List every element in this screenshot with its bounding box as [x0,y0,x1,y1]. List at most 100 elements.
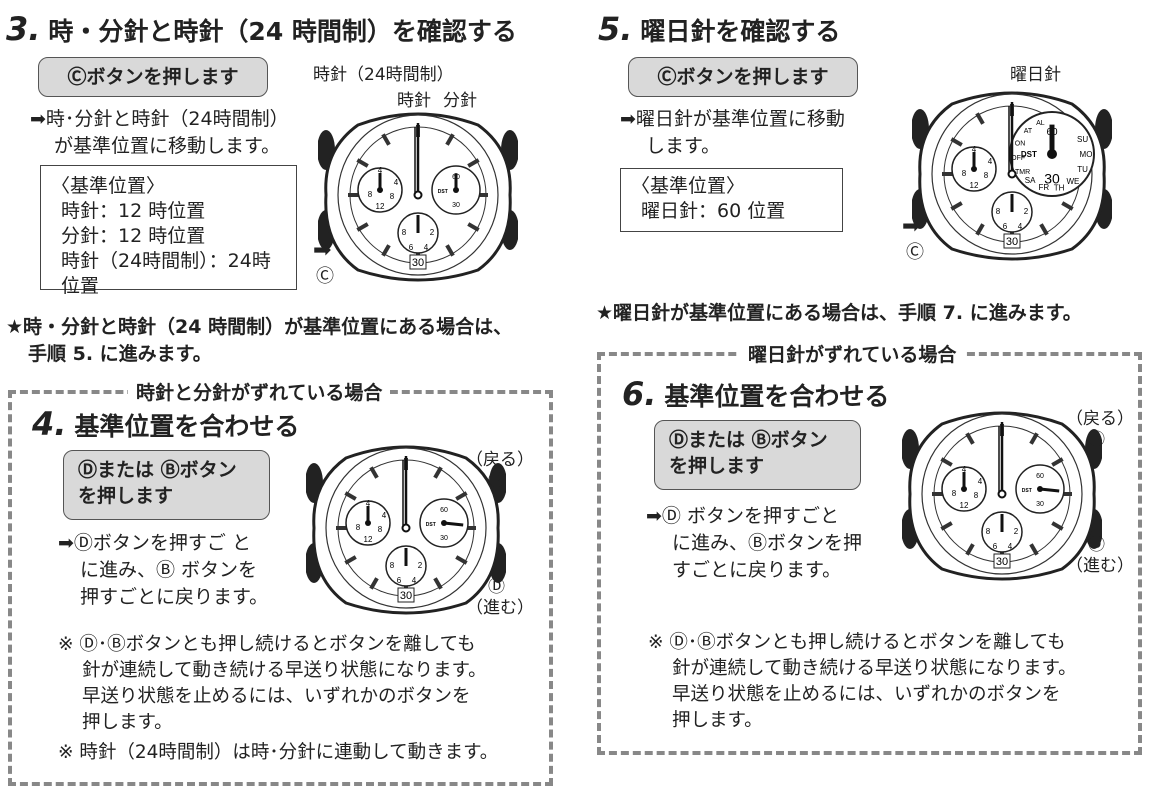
bezel [931,93,1093,255]
bezel [325,447,487,609]
text-line: 時針：12 時位置 [61,200,206,222]
subdial-number: 60 [1036,473,1044,480]
mode-label: AT [1024,128,1033,135]
label-back: （戻る） [1066,409,1134,429]
day-hand [1039,487,1060,493]
text-line: ※ Ⓓ･Ⓑボタンとも押し続けるとボタンを離しても [648,632,1066,653]
date-window [1003,233,1021,249]
arrow-icon: ➡ [902,214,921,239]
text-line: に進み、Ⓑ ボタンを [80,559,258,581]
mode-label: TMR [1015,169,1030,176]
step6-heading: 6.基準位置を合わせる [622,375,889,413]
text-line: 針が連続して動き続ける早送り状態になります。 [672,658,1077,679]
label-minute-hand: 分針 [443,91,477,111]
day-label: TU [1077,165,1088,174]
hand-pivot [377,187,383,193]
hour-marker [1029,543,1039,556]
subdial-number: 12 [970,181,979,190]
step5-result: ➡曜日針が基準位置に移動します。 [620,106,845,160]
press-c-instruction: Ⓒボタンを押します [38,57,268,97]
subdial-number: 8 [368,190,373,199]
button-b-mark: Ⓑ [488,471,505,491]
press-d-or-b-instruction: Ⓓまたは Ⓑボタンを押します [654,420,861,490]
day-hand [443,521,464,527]
subdial-number: 8 [390,192,395,201]
hour-marker [369,577,379,590]
hour-marker [455,555,468,565]
hour-marker [975,223,985,236]
subdial-number: 4 [1018,222,1023,231]
subdial-number: 6 [409,243,414,252]
step6-result: ➡Ⓓ ボタンを押すごとに進み、Ⓑボタンを押すごとに戻ります。 [646,503,862,584]
subdial-number: 2 [430,228,435,237]
text-line: 押します。 [672,710,763,731]
day-label: MO [1080,150,1093,159]
hour-marker [965,543,975,556]
subdial-number: 6 [397,576,402,585]
step4-result: ➡Ⓓボタンを押すご とに進み、Ⓑ ボタンを押すごとに戻ります。 [58,530,268,611]
step4-notes: ※ Ⓓ･Ⓑボタンとも押し続けるとボタンを離しても 針が連続して動き続ける早送り状… [58,632,498,766]
step-title: 基準位置を合わせる [74,412,300,441]
button-b-mark: Ⓑ [1088,430,1105,450]
label-24h-hand: 時針（24時間制） [313,65,454,85]
subdial-number: 4 [972,145,977,154]
text-line: 曜日針：60 位置 [641,200,786,222]
hour-marker [965,432,975,445]
text-line: が基準位置に移動します。 [54,135,281,157]
text-line: 時針（24時間制）：24時位置 [61,250,271,297]
text-line: Ⓓまたは Ⓑボタン [78,459,237,481]
hour-marker [1051,521,1064,531]
mode-label: ON [1015,140,1025,147]
text-line: に進み、Ⓑボタンを押 [672,532,863,554]
center-pivot [401,523,411,533]
subdial-number: 4 [382,511,387,520]
date-digit: 30 [996,556,1008,568]
subdial-number: 8 [952,489,957,498]
day-label: SA [1025,176,1036,185]
hour-marker [1039,223,1049,236]
subdial-number: 4 [412,576,417,585]
step-title: 基準位置を合わせる [664,382,890,411]
hour-marker [1029,432,1039,445]
box-title: 〈基準位置〉 [51,175,166,197]
subdial-number: 8 [984,171,989,180]
dst-label: DST [1021,150,1037,159]
subdial-number: 4 [978,477,983,486]
hand-pivot [1047,149,1057,159]
subdial-number: 8 [378,525,383,534]
hour-marker [940,457,953,467]
hand-pivot [441,520,447,526]
date-digit: 30 [400,590,412,602]
subdial-number: 2 [418,561,423,570]
day-label: WE [1066,177,1079,186]
text-line: 分針：12 時位置 [61,225,206,247]
hour-marker [433,577,443,590]
date-window [397,587,415,603]
text-line: ★時・分針と時針（24 時間制）が基準位置にある場合は、 [6,316,513,338]
hour-marker [344,491,357,501]
subdial-number: 8 [356,523,361,532]
subdial-number: 4 [366,499,371,508]
subdial-number: 6 [993,542,998,551]
step4-heading: 4.基準位置を合わせる [32,405,299,443]
hour-marker [445,133,455,146]
subdial-number: 30 [1036,501,1044,508]
hour-marker [975,112,985,125]
text-line: Ⓓまたは Ⓑボタン [669,429,828,451]
text-line: 押すごとに戻ります。 [80,586,269,608]
subdial-number: 30 [440,535,448,542]
hour-marker [467,222,480,232]
press-d-or-b-instruction: Ⓓまたは Ⓑボタンを押します [63,450,270,520]
subdial-number: 6 [1003,222,1008,231]
box-title: 時針と分針がずれている場合 [128,378,391,405]
hour-marker [455,491,468,501]
button-c-mark: Ⓒ [316,266,334,287]
text-line: を押します [78,485,174,507]
hour-marker [445,244,455,257]
step-title: 曜日針を確認する [640,17,841,46]
